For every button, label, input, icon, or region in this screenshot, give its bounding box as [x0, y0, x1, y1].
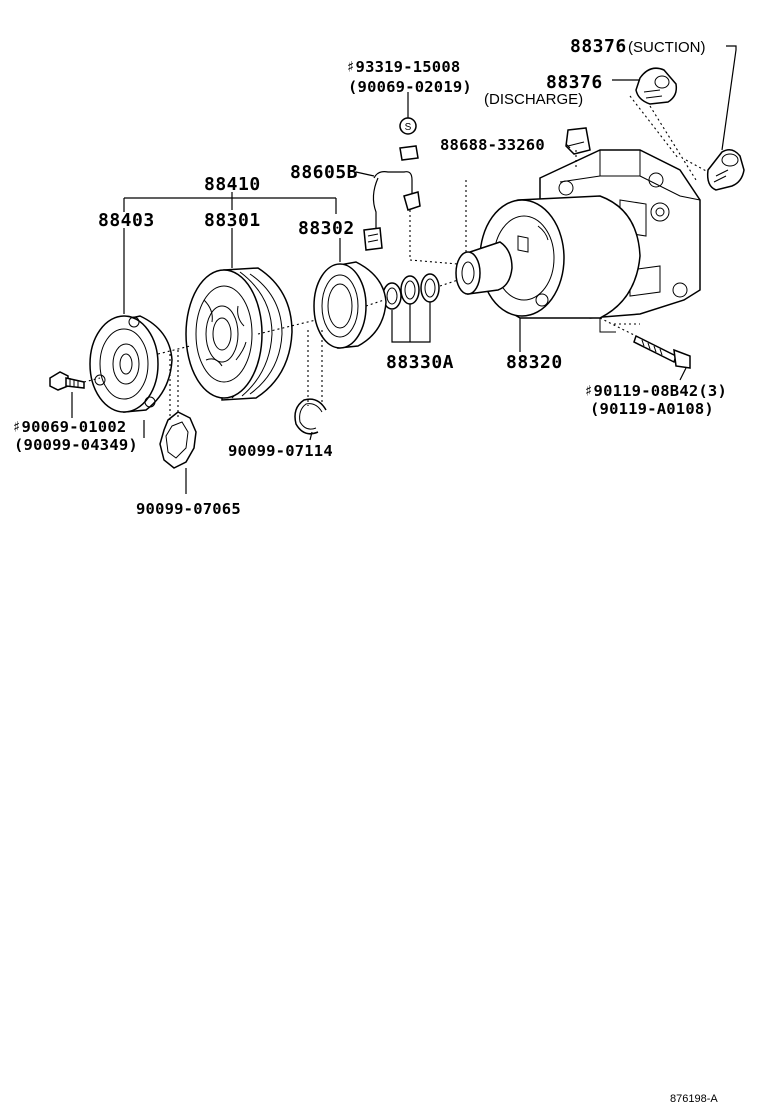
callout-88403: 88403: [98, 210, 155, 231]
discharge-fitting: [635, 67, 678, 105]
callout-88688-33260: 88688-33260: [440, 136, 545, 154]
o-rings: [382, 273, 440, 310]
callout-90099-04349: (90099-04349): [14, 436, 138, 454]
sensor-wire: [363, 171, 421, 251]
snap-ring: [294, 398, 327, 435]
callout-90119-a0108: (90119-A0108): [590, 400, 714, 418]
callout-90069-01002: ♯90069-01002: [12, 418, 126, 436]
bracket: [565, 127, 591, 155]
suction-label: (SUCTION): [628, 39, 706, 56]
callout-88330a: 88330A: [386, 352, 454, 373]
callout-88320: 88320: [506, 352, 563, 373]
callout-88376-discharge: 88376: [546, 72, 603, 93]
shim-washer: [159, 411, 197, 469]
callout-88605b: 88605B: [290, 162, 358, 183]
callout-88410: 88410: [204, 174, 261, 195]
clutch-hub: [89, 315, 173, 413]
suction-fitting: [706, 149, 745, 191]
hub-bolt: [49, 371, 85, 391]
drawing-code: 876198-A: [670, 1093, 718, 1105]
mount-bolt: [633, 334, 691, 369]
callout-88376-suction: 88376: [570, 36, 627, 57]
discharge-label: (DISCHARGE): [484, 91, 583, 108]
seal-marker-icon: S: [399, 117, 417, 135]
callout-90069-02019: (90069-02019): [348, 78, 472, 96]
callout-90119-08b42: ♯90119-08B42(3): [584, 382, 727, 400]
pulley: [185, 267, 293, 401]
callout-88302: 88302: [298, 218, 355, 239]
bearing: [313, 261, 387, 349]
callout-90099-07114: 90099-07114: [228, 442, 333, 460]
compressor-body: [455, 149, 701, 333]
callout-90099-07065: 90099-07065: [136, 500, 241, 518]
svg-text:S: S: [405, 122, 412, 133]
callout-88301: 88301: [204, 210, 261, 231]
callout-93319-15008: ♯93319-15008: [346, 58, 460, 76]
